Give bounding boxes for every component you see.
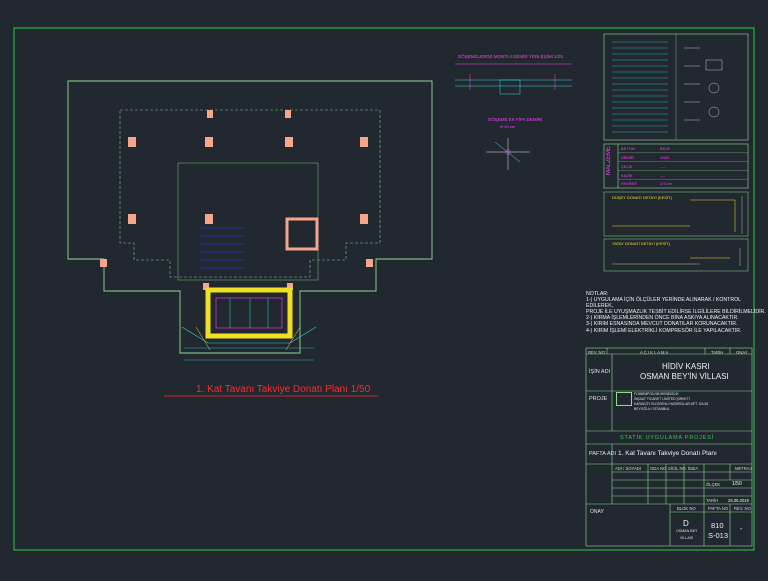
tb-rev-header: REV. NO [588,349,605,355]
tb-job-label: İŞİN ADI [589,369,611,375]
note-line: PROJE İLE UYUŞMAZLIK TESBİT EDİLİRSE İLG… [586,309,766,316]
tb-block-no: D [683,519,689,528]
detail-title-ek-filiz: DÖŞEME EK FİPA DEMİRİ [488,117,543,122]
note-line: 4-) KIRIM İŞLEMİ ELEKTRİKLİ KOMPRESÖR İL… [586,327,742,334]
note-line: 3-) KIRIM ESNASINDA MEVCUT DONATILAR KOR… [586,321,738,328]
floor-plan[interactable] [67,80,433,361]
detail-title-ek-filiz-sub: Ø 20 cm [500,124,516,129]
note-line: 2-) KIRMA İŞLEMLERİNDEN ÖNCE BİNA ASKIYA… [586,315,739,322]
material-key: ÇELİK [621,164,633,169]
tb-rev-no: - [740,526,743,533]
material-val: BS25 [660,146,670,151]
tb-block-label: BLOK NO [677,506,696,511]
title-block-lines [585,347,753,547]
section-details[interactable] [603,191,749,272]
tb-sheet-no-label: PAFTA NO [708,506,729,511]
tb-job-name-2: OSMAN BEY'İN VİLLASI [640,372,729,381]
tb-scale: 1/50 [732,481,742,487]
stair-hatch [200,227,245,269]
column [205,214,213,224]
material-table [603,143,749,189]
tb-block-sub-1: OSMAN BEY [676,529,698,533]
column [360,137,368,147]
sheet-frame [13,27,755,551]
tb-desc-header: A Ç I K L A M A [640,349,669,355]
material-key: PASPAYI [621,181,638,186]
material-val: 2,5 cm [660,181,673,186]
column [287,283,293,290]
reinforcement-zone[interactable] [181,287,317,361]
column [285,110,291,118]
notes-heading: NOTLAR: [586,291,609,297]
rebar-cage [215,297,283,329]
tb-sheet-name: 1. Kat Tavanı Takviye Donatı Planı [618,450,717,457]
detail-title-montaj: DÖŞEMELERDE MONTAJ DEMİR YERLEŞİMİ 1/25 [458,54,563,59]
column [366,259,373,267]
column [207,110,213,118]
tb-date: 29.06.2019 [728,497,749,503]
tb-grid-header: İMZA [688,466,699,471]
material-val: ---- [660,164,666,169]
column [285,137,293,147]
detail-ek-filiz[interactable] [486,138,530,170]
tb-sheet-no-2: S-013 [708,531,729,540]
detail-montaj[interactable] [455,63,572,95]
column [100,259,107,267]
tb-metraj-label: METRAJ [735,466,752,471]
legend-table [603,33,749,141]
tb-scale-label: ÖLÇEK [706,482,721,487]
inner-room [177,162,319,281]
material-key: KAZIK [621,173,633,178]
tb-sheet-label: PAFTA ADI [589,451,616,457]
tb-project-label: PROJE [589,396,608,402]
column [128,214,136,224]
tb-date-header: TARİH [711,349,724,355]
tb-approval-header: ONAY [736,349,748,355]
tb-approval-label: ONAY [590,509,604,515]
tb-static-banner: STATİK UYGULAMA PROJESİ [620,435,714,441]
note-line: 1-) UYGULAMA İÇİN ÖLÇÜLER YERİNDE ALINAR… [586,297,741,310]
plan-title: 1. Kat Tavanı Takviye Donatı Planı 1/50 [196,384,371,395]
material-val: ---- [660,173,666,178]
notes-block: NOTLAR: 1-) UYGULAMA İÇİN ÖLÇÜLER YERİND… [586,291,768,334]
tb-grid-header: ODA NO [650,466,667,471]
material-val: S420 [660,155,670,160]
columns [100,110,373,290]
tb-firm-line: KARAKÖY ELDİVENLİ HASIRCILAR APT. DA:26 [634,402,709,406]
tb-rev-no-label: REV. NO [734,506,751,511]
plan-inner-outline [119,109,381,278]
material-key: DEMİR [621,155,634,160]
tb-grid-header: SİCİL NO [668,466,686,471]
section-title-vertical: DÜŞEY DONATI DETAYI (KESİT) [612,195,672,200]
tb-firm-line: FOINEMPON MÜHENDİSLİK [634,392,679,396]
tb-firm-line: BEYOĞLU / İSTANBUL [634,407,670,411]
section-title-horizontal: YATAY DONATI DETAYI (KESİT) [612,241,671,246]
tb-date-label: TARİH [706,498,719,503]
column [203,283,209,290]
stair-opening [285,217,319,251]
column [205,137,213,147]
firm-logo [616,392,632,406]
material-key: BETON [621,146,635,151]
tb-sheet-no-1: 810 [711,521,724,530]
material-label: MALZEME [606,146,612,176]
column [128,137,136,147]
reinforcement-frame [205,287,293,339]
tb-grid-header: ADI / SOYADI [615,466,641,471]
tb-firm-line: İNŞAAT TİCARET LİMİTED ŞİRKETİ [634,397,690,401]
tb-job-name-1: HİDİV KASRI [662,362,710,371]
column [360,214,368,224]
tb-block-sub-2: VİLLASI [680,536,694,540]
